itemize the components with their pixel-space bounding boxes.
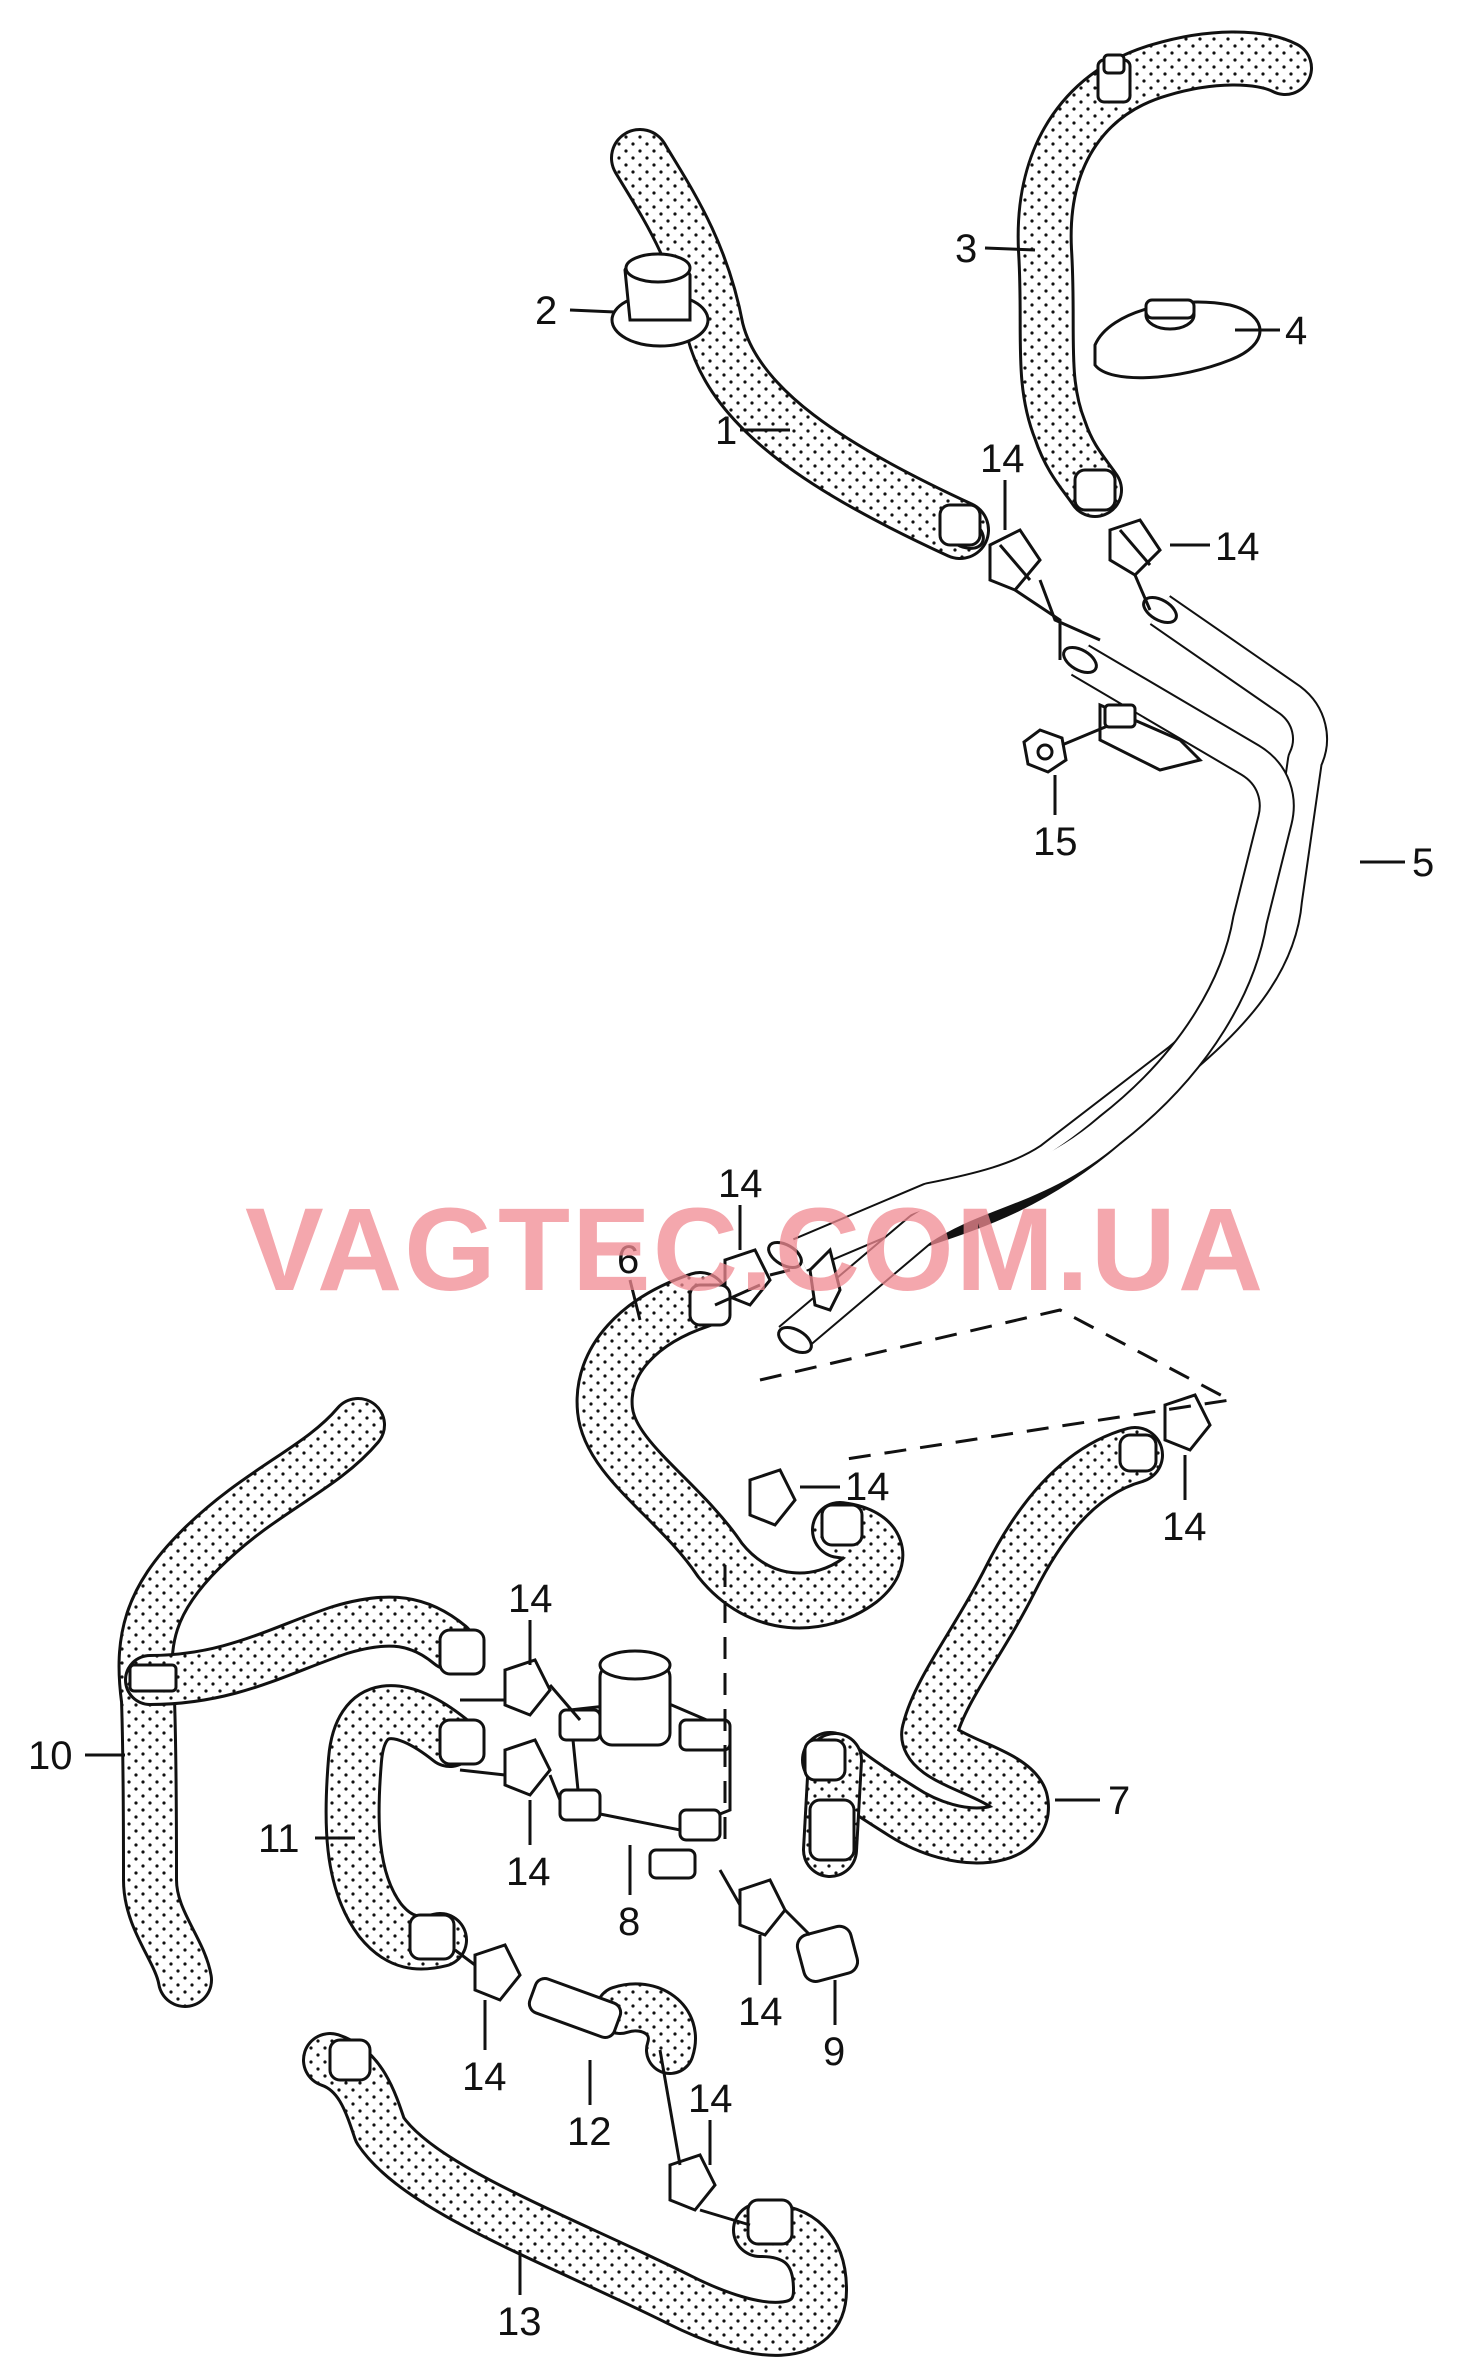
nut-15: [1022, 703, 1137, 774]
label-14-h: 14: [738, 1990, 783, 2034]
hose-3: [1016, 30, 1313, 518]
label-3: 3: [955, 227, 977, 271]
label-14-b: 14: [1215, 525, 1260, 569]
label-2: 2: [535, 289, 557, 333]
hose-ends: [328, 468, 1158, 2246]
pipe-assembly-5: [767, 579, 1328, 1354]
label-14-e: 14: [1162, 1505, 1207, 1549]
label-14-c: 14: [718, 1162, 763, 1206]
clamp-14-a: [988, 528, 1042, 592]
clamp-14-e: [1163, 1393, 1212, 1452]
label-14-a: 14: [980, 437, 1025, 481]
label-14-f: 14: [508, 1577, 553, 1621]
watermark-text: VAGTEC.COM.UA: [245, 1184, 1265, 1316]
label-13: 13: [497, 2300, 542, 2344]
hose-11: [324, 1684, 478, 1971]
clamp-14-d: [748, 1468, 797, 1527]
connector-12: [527, 1977, 623, 2039]
label-1: 1: [715, 409, 737, 453]
label-5: 5: [1412, 841, 1434, 885]
label-7: 7: [1108, 1779, 1130, 1823]
clamp-14-h: [738, 1878, 787, 1937]
label-14-j: 14: [688, 2077, 733, 2121]
cap-9: [795, 1924, 860, 1983]
label-14-d: 14: [845, 1465, 890, 1509]
hose-12-short: [595, 1982, 697, 2075]
clamp-14-i: [473, 1943, 522, 2002]
clamp-14-j: [668, 2153, 717, 2212]
hose-1: [610, 128, 990, 560]
hose-10: [117, 1397, 476, 2008]
hose-6: [575, 1271, 904, 1630]
valve-8: [558, 1649, 732, 1880]
clamp-14-f: [503, 1658, 552, 1717]
label-15: 15: [1033, 820, 1078, 864]
label-4: 4: [1285, 309, 1307, 353]
clamp-14-g: [503, 1738, 552, 1797]
callout-labels: 2 1 3 4 14 14 15 5 14 6 14 14 14 10 11 1…: [28, 227, 1434, 2344]
clamp-14-b: [1108, 518, 1162, 577]
label-11: 11: [258, 1817, 300, 1861]
hose-13: [302, 2032, 848, 2357]
label-14-g: 14: [506, 1850, 551, 1894]
label-9: 9: [823, 2030, 845, 2074]
label-14-i: 14: [462, 2055, 507, 2099]
label-8: 8: [618, 1900, 640, 1944]
connection-lines: [454, 574, 1235, 2227]
grommet-2: [610, 252, 710, 348]
label-6: 6: [617, 1238, 639, 1282]
label-10: 10: [28, 1734, 73, 1778]
label-12: 12: [567, 2110, 612, 2154]
label-leaders: [85, 246, 1405, 2295]
grommet-4: [1093, 298, 1262, 380]
